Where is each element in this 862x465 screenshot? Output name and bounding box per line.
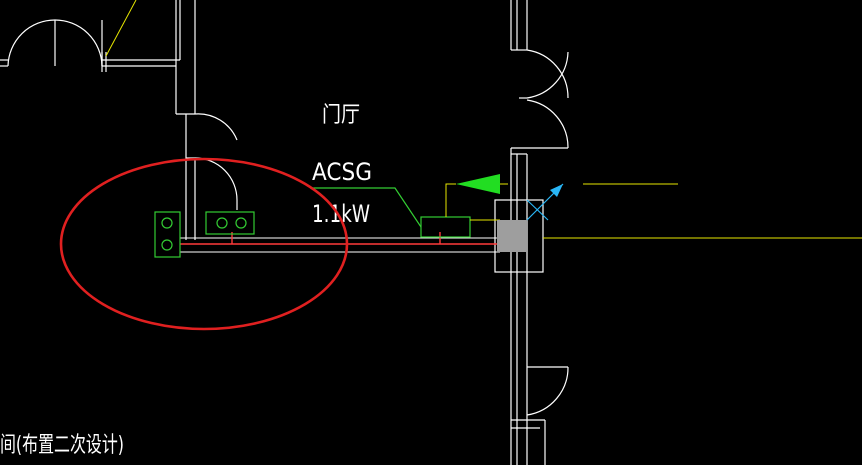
fan-coil-left-port-top — [161, 217, 173, 229]
wall-around-grey-block — [494, 199, 544, 273]
wall-upper-middle — [175, 0, 196, 115]
yellow-lines — [105, 0, 862, 239]
grey-wall-sleeve — [497, 220, 527, 252]
equipment-power-label: 1.1kW — [312, 200, 370, 228]
pipe-run — [180, 232, 500, 253]
double-door-top-left — [0, 19, 180, 72]
yellow-diagonal-top — [105, 0, 137, 57]
fan-coil-middle-port-left — [216, 217, 228, 229]
wall-right-column — [510, 0, 569, 465]
fan-coil-left-port-bottom — [161, 239, 173, 251]
yellow-feed-to-unit — [445, 183, 456, 217]
room-label: 门厅 — [322, 103, 360, 128]
equipment-model-label: ACSG — [312, 158, 372, 186]
green-flow-arrow — [456, 174, 500, 194]
fan-coil-middle-box[interactable] — [205, 211, 255, 235]
acsg-label-leader — [310, 187, 422, 228]
highlight-ellipse — [59, 157, 349, 331]
footer-note: 间(布置二次设计) — [0, 433, 124, 458]
cyan-arrow-head — [550, 184, 563, 197]
fan-coil-left-box[interactable] — [154, 211, 181, 258]
fan-coil-middle-port-right — [235, 217, 247, 229]
equipment-group — [154, 187, 471, 258]
walls — [0, 0, 569, 465]
